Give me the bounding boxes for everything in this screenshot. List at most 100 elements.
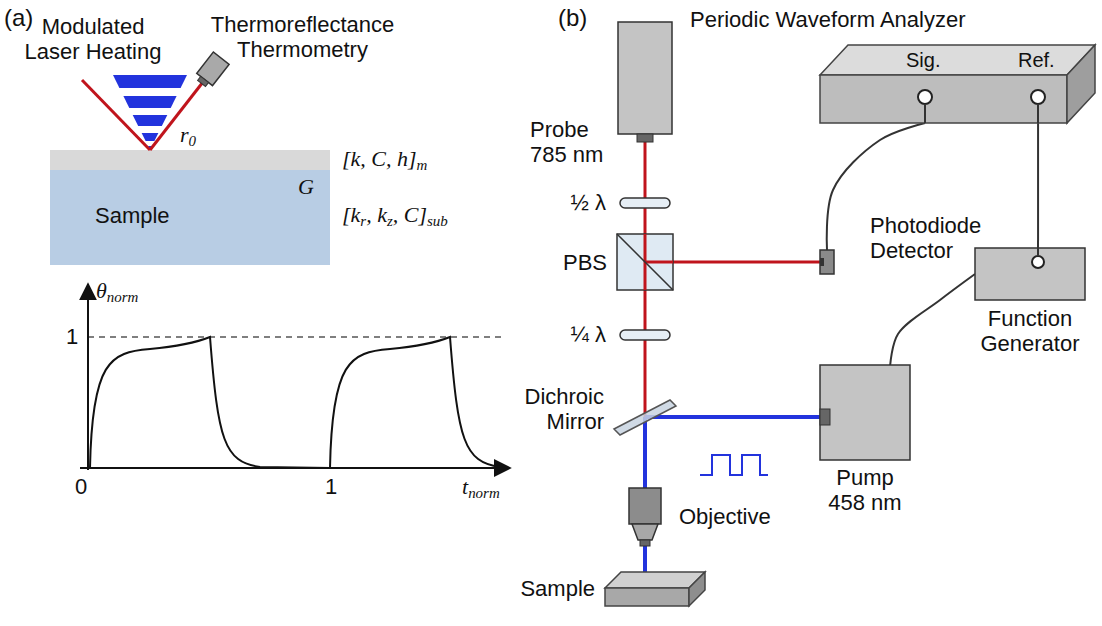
- pump-beam-band: [142, 133, 159, 141]
- shape-part: [1037, 248, 1039, 256]
- shape-part: [820, 258, 824, 266]
- annotation-text: 1: [66, 324, 78, 349]
- node-label: Sample: [95, 203, 170, 228]
- subscript: norm: [107, 289, 139, 305]
- shape-part: [975, 248, 1085, 300]
- node-label: Function Generator: [970, 306, 1090, 357]
- detector-body: [197, 52, 229, 86]
- pump-beam-band: [123, 96, 176, 108]
- subscript: 0: [189, 133, 196, 149]
- sample-stage: Sample: [605, 572, 705, 608]
- node-shape: [629, 488, 661, 546]
- objective-lens: Objective: [629, 488, 661, 546]
- interface-conductance: G: [298, 174, 314, 199]
- tick-label: 0: [75, 474, 87, 499]
- node-shape: [620, 330, 670, 340]
- shape-part: [617, 234, 673, 290]
- shape-part: [614, 400, 676, 435]
- subscript: r: [360, 213, 366, 229]
- node-label: Objective: [679, 504, 771, 529]
- y-axis: [87, 284, 89, 470]
- waveform-analyzer: Periodic Waveform AnalyzerSig.Ref.: [820, 45, 1095, 123]
- annotation-text: G: [298, 174, 314, 199]
- sample-block: Sample: [50, 170, 330, 265]
- node-label: Sig.: [906, 49, 940, 72]
- shape-part: [632, 524, 658, 540]
- node-shape: [618, 22, 672, 142]
- probe-reflected-beam: [150, 82, 203, 150]
- shape-part: [1037, 104, 1039, 123]
- subscript: z: [387, 213, 393, 229]
- beam-splitter-cube: PBS: [617, 234, 673, 290]
- node-label: Pump 458 nm: [820, 465, 910, 516]
- annotation-text: θ: [96, 278, 107, 303]
- node-shape: [612, 398, 678, 436]
- node-label: Probe 785 nm: [530, 117, 610, 168]
- shape-part: [620, 330, 670, 340]
- probe-return-beam: [673, 261, 820, 264]
- shape-part: [820, 45, 1095, 75]
- shape-part: [617, 234, 673, 290]
- annotation-text: t: [462, 474, 468, 499]
- pump-beam-band: [113, 75, 187, 88]
- heating-label: Modulated Laser Heating: [18, 14, 168, 65]
- shape-part: [1067, 45, 1095, 123]
- panel-letter: (a): [4, 4, 33, 32]
- node-label: Sample: [520, 576, 595, 601]
- shape-part: [640, 540, 650, 546]
- shape-part: [637, 134, 653, 142]
- annotation-text: 0: [75, 474, 87, 499]
- node-shape: [620, 198, 670, 208]
- subscript: sub: [427, 213, 448, 229]
- pump-beam: [113, 75, 187, 150]
- node-label: Dichroic Mirror: [504, 384, 604, 435]
- probe-beam: [644, 290, 647, 330]
- subscript: norm: [468, 485, 500, 501]
- pump-beam: [678, 415, 820, 419]
- square-wave-symbol: [700, 455, 768, 475]
- combined-beam: [643, 436, 647, 488]
- node-label: ¼ λ: [571, 322, 606, 347]
- photodiode: Photodiode Detector: [820, 250, 834, 274]
- reference-cable: [1037, 123, 1039, 248]
- node-label: PBS: [563, 250, 607, 275]
- annotation-text: (a): [4, 4, 33, 31]
- node-shape: [975, 248, 1085, 300]
- probe-laser: Probe 785 nm: [618, 22, 672, 142]
- annotation-text: r: [180, 122, 189, 147]
- film-properties: [k, C, h]m: [342, 146, 427, 175]
- annotation-text: 1: [325, 474, 337, 499]
- annotation-text: (b): [558, 4, 587, 31]
- combined-beam: [643, 546, 647, 572]
- panel-letter: (b): [558, 4, 587, 32]
- tick-label: 1: [325, 474, 337, 499]
- shape-part: [605, 572, 705, 588]
- shape-part: [605, 588, 689, 606]
- x-axis-title: tnorm: [462, 474, 500, 503]
- shape-part: [820, 409, 830, 425]
- unity-dashed-line: [88, 336, 505, 338]
- pump-beam-band: [133, 115, 168, 126]
- probe-incident-beam: [82, 80, 150, 150]
- annotation-text: Thermoreflectance Thermometry: [211, 12, 394, 62]
- shape-part: [1032, 256, 1044, 268]
- node-label: Ref.: [1018, 49, 1055, 72]
- annotation-text: [k: [342, 202, 360, 227]
- shape-part: [1031, 90, 1045, 104]
- y-axis-title: θnorm: [96, 278, 138, 307]
- shape-part: [820, 250, 834, 274]
- detector-lens: [198, 76, 209, 86]
- shape-part: [689, 572, 705, 606]
- dichroic-mirror: Dichroic Mirror: [612, 398, 678, 436]
- shape-part: [918, 90, 932, 104]
- shape-part: [820, 75, 1067, 123]
- node-shape: [820, 365, 910, 460]
- subscript: m: [417, 157, 428, 173]
- shape-part: [618, 22, 672, 134]
- function-generator: Function Generator: [975, 248, 1085, 300]
- node-shape: [617, 234, 673, 290]
- thermometry-label: Thermoreflectance Thermometry: [205, 12, 400, 63]
- shape-part: [924, 104, 926, 123]
- shape-part: [645, 261, 673, 264]
